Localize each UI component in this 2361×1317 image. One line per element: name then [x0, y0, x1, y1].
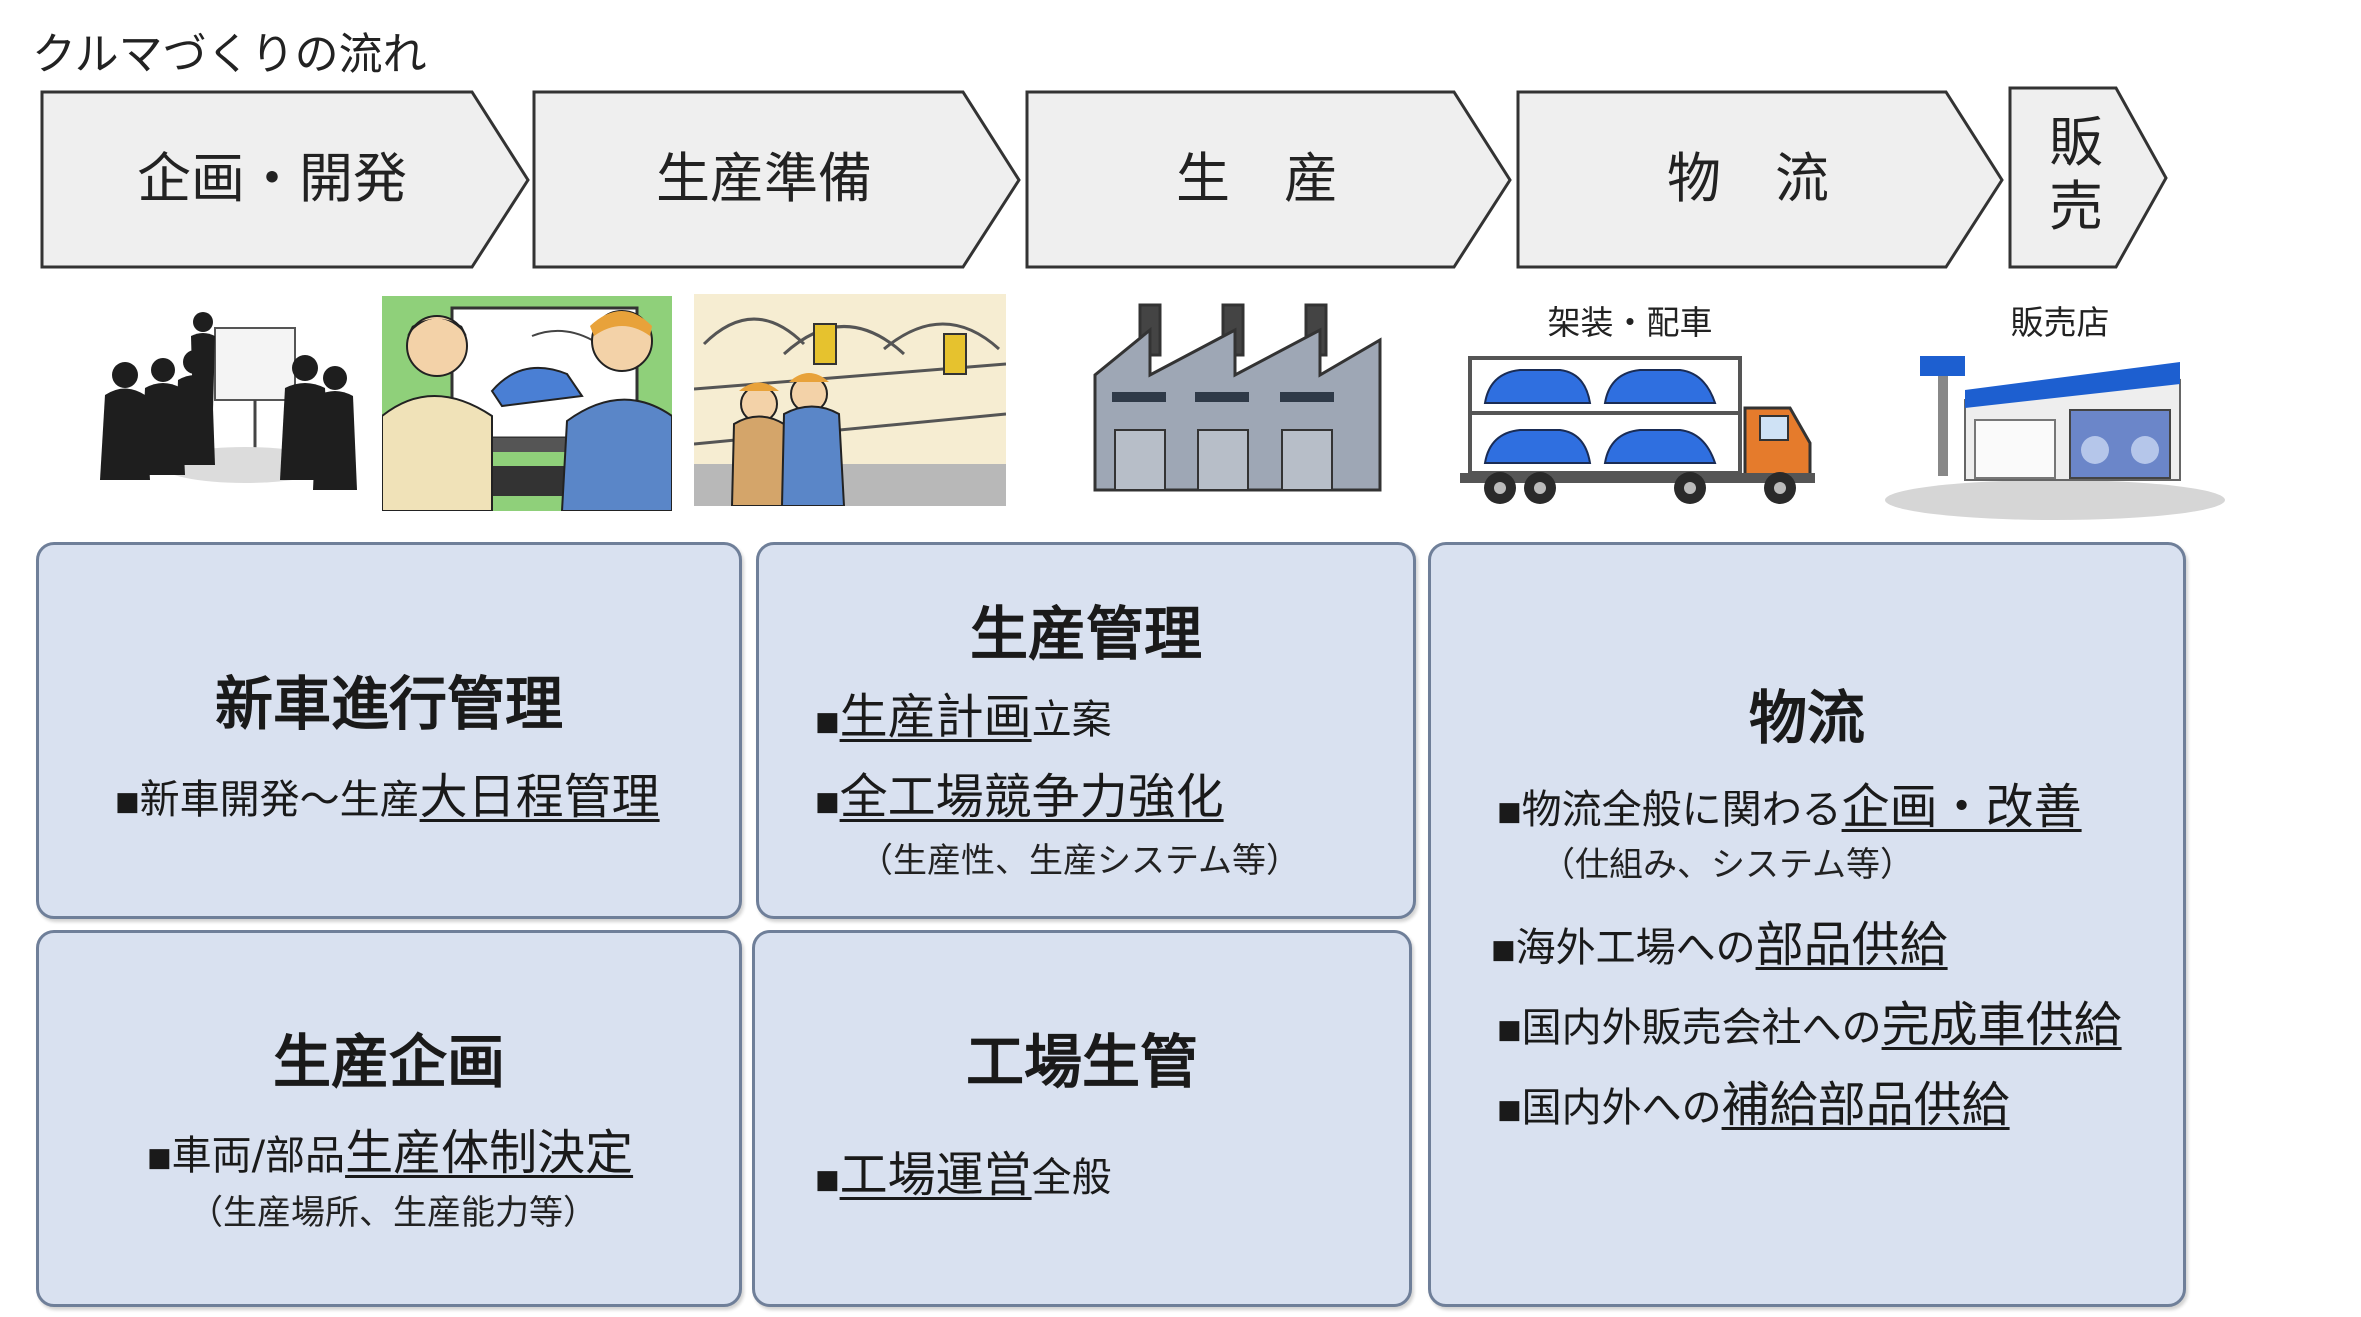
box-heading: 物流	[1748, 684, 1865, 752]
box-heading: 生産企画	[272, 1028, 505, 1096]
box-factory-control: 工場生管 ■工場運営全般	[752, 930, 1412, 1307]
bullet-text: 物流全般に関わる	[1521, 787, 1842, 833]
stage-label-planning: 企画・開発	[137, 147, 407, 210]
bullet-line: ■海外工場への部品供給	[1491, 905, 1948, 975]
bullet-icon: ■	[1497, 797, 1522, 827]
dealership-icon	[1885, 356, 2225, 520]
page-title: クルマづくりの流れ	[32, 29, 427, 80]
stage-arrow-planning	[40, 90, 530, 269]
box-logistics: 物流 ■物流全般に関わる企画・改善 （仕組み、システム等） ■海外工場への部品供…	[1428, 542, 2186, 1307]
box-note: （仕組み、システム等）	[1541, 845, 1914, 885]
box-heading: 工場生管	[965, 1028, 1198, 1096]
car-carrier-truck-icon	[1460, 356, 1815, 504]
bullet-emphasis: 大日程管理	[419, 769, 660, 825]
caption-body-build: 架装・配車	[1547, 303, 1713, 342]
bullet-emphasis: 部品供給	[1755, 917, 1948, 973]
caption-dealer: 販売店	[2010, 303, 2110, 342]
box-production-planning: 生産企画 ■車両/部品生産体制決定 （生産場所、生産能力等）	[36, 930, 742, 1307]
assembly-line-icon	[694, 294, 1006, 506]
bullet-icon: ■	[1491, 935, 1516, 965]
bullet-line: ■生産計画立案	[815, 677, 1112, 747]
meeting-icon	[95, 300, 360, 510]
stage-arrow-prep	[532, 90, 1021, 269]
bullet-emphasis: 補給部品供給	[1721, 1077, 2010, 1133]
process-flow	[40, 86, 2168, 269]
bullet-icon: ■	[815, 787, 840, 817]
bullet-icon: ■	[147, 1143, 172, 1173]
bullet-emphasis: 生産計画	[839, 689, 1032, 745]
bullet-text: 新車開発～生産	[139, 777, 420, 823]
stage-arrow-sales	[2008, 86, 2168, 269]
bullet-text: 立案	[1031, 697, 1112, 743]
bullet-text: 海外工場への	[1515, 925, 1756, 971]
box-heading: 新車進行管理	[214, 670, 563, 738]
bullet-icon: ■	[1497, 1015, 1522, 1045]
box-note: （生産性、生産システム等）	[859, 841, 1300, 881]
bullet-emphasis: 完成車供給	[1881, 997, 2122, 1053]
bullet-line: ■国内外販売会社への完成車供給	[1497, 985, 2122, 1055]
bullet-icon: ■	[815, 1165, 840, 1195]
stage-label-prep: 生産準備	[656, 147, 872, 210]
bullet-text: 全般	[1031, 1155, 1112, 1201]
design-review-icon	[382, 296, 672, 511]
bullet-icon: ■	[115, 787, 140, 817]
bullet-text: 車両/部品	[171, 1133, 346, 1179]
bullet-emphasis: 全工場競争力強化	[839, 769, 1224, 825]
bullet-line: ■物流全般に関わる企画・改善	[1497, 767, 2082, 837]
stage-arrow-production	[1025, 90, 1512, 269]
stage-arrow-logistics	[1516, 90, 2004, 269]
box-production-control: 生産管理 ■生産計画立案 ■全工場競争力強化 （生産性、生産システム等）	[756, 542, 1416, 919]
bullet-emphasis: 生産体制決定	[345, 1125, 634, 1181]
stage-label-sales-1: 販	[2049, 111, 2103, 174]
bullet-emphasis: 工場運営	[839, 1147, 1032, 1203]
stage-label-logistics: 物 流	[1667, 147, 1829, 210]
bullet-icon: ■	[1497, 1095, 1522, 1125]
bullet-line: ■国内外への補給部品供給	[1497, 1065, 2010, 1135]
bullet-line: ■全工場競争力強化	[815, 757, 1224, 827]
bullet-emphasis: 企画・改善	[1841, 779, 2082, 835]
box-heading: 生産管理	[969, 600, 1202, 668]
box-note: （生産場所、生産能力等）	[189, 1193, 597, 1233]
stage-label-sales-2: 売	[2049, 175, 2103, 238]
bullet-line: ■車両/部品生産体制決定	[147, 1113, 633, 1183]
bullet-line: ■新車開発～生産大日程管理	[115, 757, 660, 827]
bullet-line: ■工場運営全般	[815, 1135, 1112, 1205]
bullet-icon: ■	[815, 707, 840, 737]
bullet-text: 国内外への	[1521, 1085, 1722, 1131]
stage-label-production: 生 産	[1176, 147, 1338, 210]
factory-icon	[1093, 303, 1382, 492]
box-new-car-progress: 新車進行管理 ■新車開発～生産大日程管理	[36, 542, 742, 919]
bullet-text: 国内外販売会社への	[1521, 1005, 1882, 1051]
